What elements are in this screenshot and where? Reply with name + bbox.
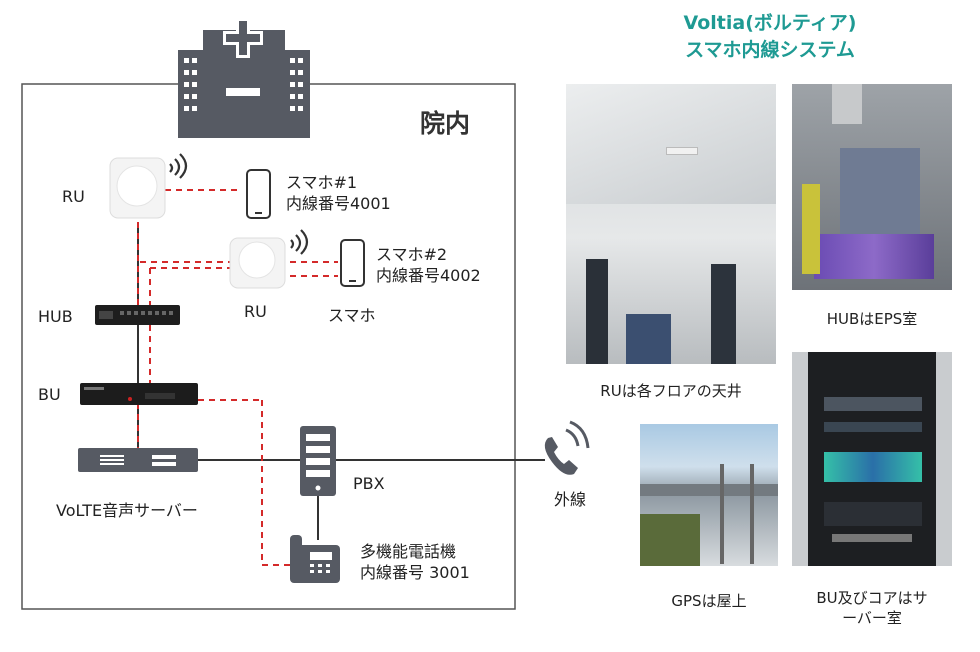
desk-phone-extension: 内線番号 3001: [360, 562, 470, 583]
gps-photo-caption: GPSは屋上: [640, 590, 778, 611]
phone-2-caption: スマホ: [328, 302, 376, 326]
phone-1-extension: 内線番号4001: [286, 193, 391, 214]
hospital-label: 院内: [420, 104, 470, 140]
phone-2-name: スマホ#2: [376, 244, 481, 265]
phone-handset-icon: [545, 422, 588, 475]
bu-photo-caption: BU及びコアはサ ーバー室: [792, 588, 952, 628]
hospital-building-icon: [178, 18, 310, 138]
phone-1-label: スマホ#1 内線番号4001: [286, 172, 391, 214]
ru-photo-caption: RUは各フロアの天井: [566, 380, 776, 401]
hub-label: HUB: [38, 307, 73, 326]
wifi-signal-icon: [291, 230, 307, 254]
desk-phone-label: 多機能電話機 内線番号 3001: [360, 541, 470, 583]
ru-ceiling-photo: [566, 84, 776, 364]
ru-1-device: [110, 158, 165, 218]
hub-eps-photo: [792, 84, 952, 290]
desk-phone-name: 多機能電話機: [360, 541, 470, 562]
ru-2-label: RU: [244, 302, 267, 321]
ru-2-device: [230, 238, 285, 288]
smartphone-2-icon: [341, 240, 364, 286]
volte-server-label: VoLTE音声サーバー: [56, 497, 198, 521]
volte-server-device: [78, 448, 198, 472]
phone-2-label: スマホ#2 内線番号4002: [376, 244, 481, 286]
hub-device: [95, 305, 180, 325]
desk-phone-icon: [290, 535, 340, 583]
bu-server-room-photo: [792, 352, 952, 566]
bu-device: [80, 383, 198, 405]
hub-photo-caption: HUBはEPS室: [792, 308, 952, 329]
wifi-signal-icon: [170, 154, 186, 178]
phone-2-extension: 内線番号4002: [376, 265, 481, 286]
ru-1-label: RU: [62, 187, 85, 206]
outside-line-label: 外線: [554, 486, 586, 510]
bu-caption-line-1: BU及びコアはサ: [792, 588, 952, 608]
phone-1-name: スマホ#1: [286, 172, 391, 193]
pbx-label: PBX: [353, 474, 385, 493]
pbx-server-icon: [300, 426, 336, 496]
smartphone-1-icon: [247, 170, 270, 218]
hospital-boundary: [22, 84, 515, 609]
bu-caption-line-2: ーバー室: [792, 608, 952, 628]
bu-label: BU: [38, 385, 61, 404]
gps-rooftop-photo: [640, 424, 778, 566]
